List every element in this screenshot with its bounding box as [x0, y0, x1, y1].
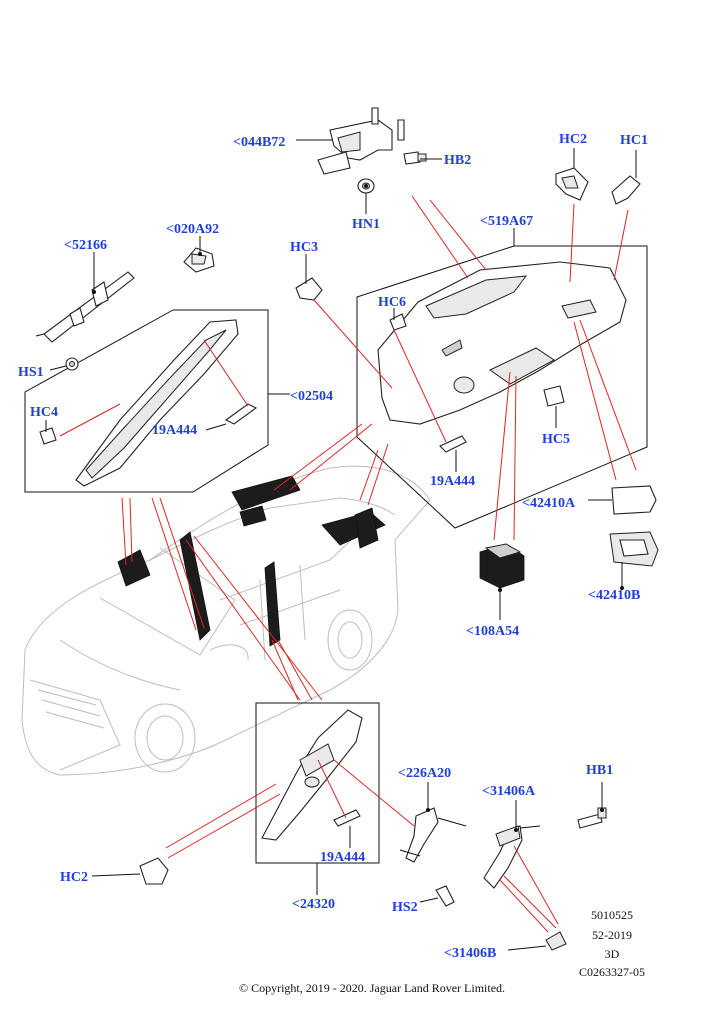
callout-19A444-a[interactable]: 19A444 [152, 423, 197, 438]
part-42410A-lamp-lens [611, 485, 657, 515]
part-020A92-bracket [183, 247, 215, 273]
part-HC3-clip [295, 277, 323, 301]
callout-108A54[interactable]: <108A54 [466, 624, 519, 639]
callout-hn1[interactable]: HN1 [352, 217, 380, 232]
part-02504-a-pillar-trim [75, 319, 239, 487]
callout-hc4[interactable]: HC4 [30, 405, 58, 420]
part-HB1-bolt [577, 807, 607, 829]
part-HC4-clip [39, 427, 57, 445]
callout-hc2-bottom[interactable]: HC2 [60, 870, 88, 885]
callout-hc2-top[interactable]: HC2 [559, 132, 587, 147]
part-HC1-clip [611, 175, 641, 205]
callout-19A444-c[interactable]: 19A444 [320, 850, 365, 865]
part-19A444-grab-cover-c [333, 809, 361, 827]
callout-hs1[interactable]: HS1 [18, 365, 44, 380]
callout-044B72[interactable]: <044B72 [233, 135, 285, 150]
part-HC2-clip-bottom [139, 857, 169, 885]
detail-frames [24, 228, 648, 895]
part-HC2-clip-top [555, 167, 589, 201]
part-31406B-cover [545, 931, 567, 951]
callout-31406B[interactable]: <31406B [444, 946, 496, 961]
part-HS1-screw [65, 357, 79, 371]
part-19A444-grab-cover-a [224, 403, 258, 425]
callout-hc5[interactable]: HC5 [542, 432, 570, 447]
callout-hc6[interactable]: HC6 [378, 295, 406, 310]
part-HS2-screw [435, 885, 455, 907]
callout-24320[interactable]: <24320 [292, 897, 335, 912]
drawing-metadata: 5010525 52-2019 3D C0263327-05 [579, 908, 645, 979]
callout-hs2[interactable]: HS2 [392, 900, 418, 915]
callout-hb2[interactable]: HB2 [444, 153, 471, 168]
copyright-notice: © Copyright, 2019 - 2020. Jaguar Land Ro… [239, 981, 505, 995]
callout-31406A[interactable]: <31406A [482, 784, 536, 799]
callout-52166[interactable]: <52166 [64, 238, 107, 253]
part-52166-rail [35, 271, 135, 343]
callout-226A20[interactable]: <226A20 [398, 766, 451, 781]
location-lines [59, 195, 637, 933]
callout-42410A[interactable]: <42410A [522, 496, 576, 511]
part-HB2-bolt [403, 151, 427, 165]
callout-42410B[interactable]: <42410B [588, 588, 640, 603]
callout-020A92[interactable]: <020A92 [166, 222, 219, 237]
vehicle-outline [21, 465, 431, 776]
callout-519A67[interactable]: <519A67 [480, 214, 533, 229]
part-31406A-seatbelt-trim [483, 825, 523, 889]
callout-19A444-b[interactable]: 19A444 [430, 474, 475, 489]
callout-hc1[interactable]: HC1 [620, 133, 648, 148]
callout-02504[interactable]: <02504 [290, 389, 333, 404]
meta-line-2: 52-2019 [592, 928, 632, 942]
part-226A20-seatbelt-guide [399, 807, 439, 863]
part-42410B-lamp-housing [609, 531, 659, 567]
callout-hb1[interactable]: HB1 [586, 763, 613, 778]
part-19A444-grab-cover-b [439, 435, 467, 453]
meta-line-1: 5010525 [591, 908, 633, 922]
part-HC5-clip [543, 385, 565, 407]
part-108A54-module [479, 543, 525, 589]
meta-line-3: 3D [605, 947, 620, 961]
callout-labels: <044B72 HB2 HN1 HC2 HC1 <519A67 <020A92 … [18, 132, 648, 961]
leader-lines [45, 139, 637, 951]
part-044B72-bracket [317, 107, 405, 175]
meta-line-4: C0263327-05 [579, 965, 645, 979]
callout-hc3[interactable]: HC3 [290, 240, 318, 255]
